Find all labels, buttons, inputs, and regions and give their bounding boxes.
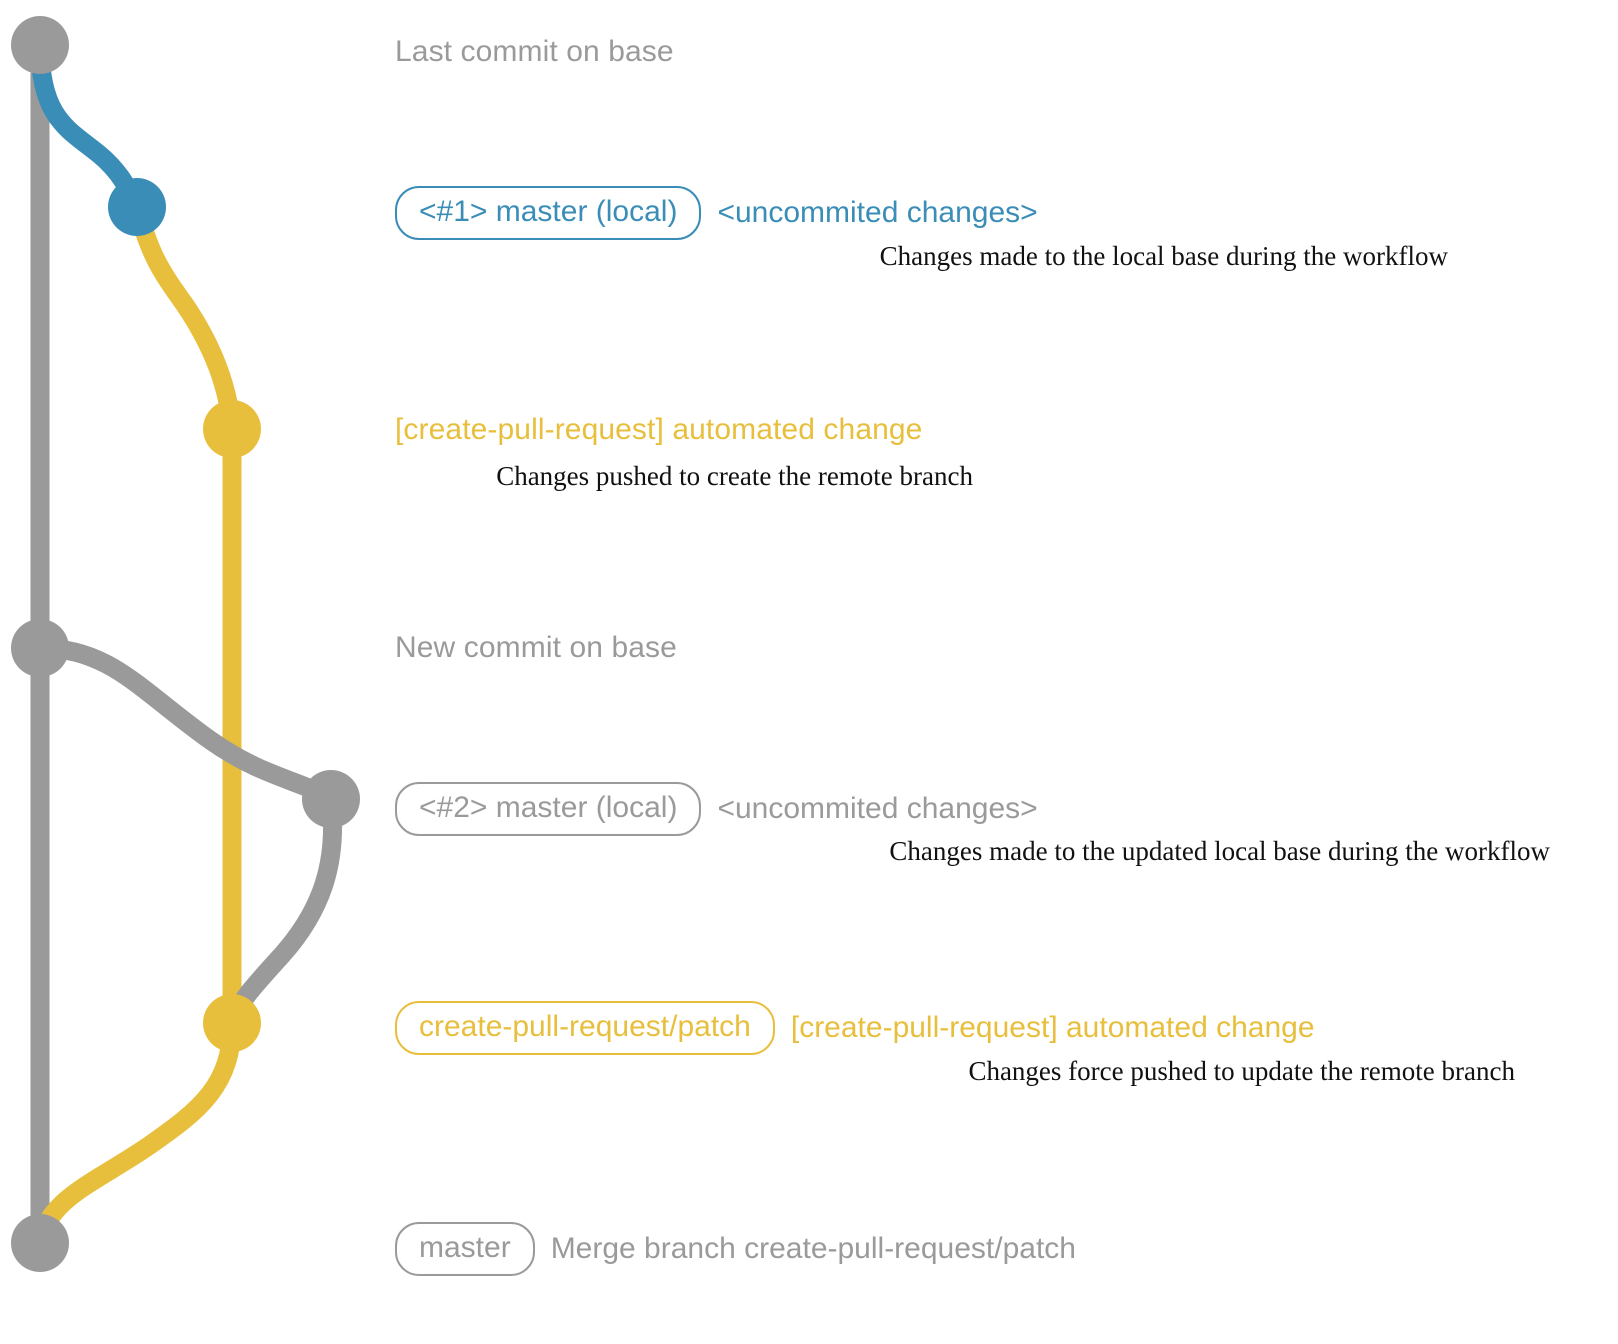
edge-local1-patch1 [127,197,242,439]
row-master: master Merge branch create-pull-request/… [395,1222,1076,1276]
ref-pill-master[interactable]: master [395,1222,535,1276]
note-patch-1: Changes pushed to create the remote bran… [496,461,973,491]
commit-graph [11,16,360,1272]
commit-node-base-2[interactable] [11,619,69,677]
note-local-1: Changes made to the local base during th… [879,241,1448,271]
row-patch-1: [create-pull-request] automated change [395,415,922,445]
row-new-commit: New commit on base [395,633,677,663]
row-local-2: <#2> master (local) <uncommited changes> [395,782,1038,836]
commit-node-base-3[interactable] [11,1214,69,1272]
commit-node-patch-1[interactable] [203,400,261,458]
commit-message-uncommitted-2: <uncommited changes> [717,792,1038,825]
row-local-1: <#1> master (local) <uncommited changes> [395,186,1038,240]
note-local-2: Changes made to the updated local base d… [889,836,1550,866]
commit-node-local-2[interactable] [302,770,360,828]
commit-message-merge-branch: Merge branch create-pull-request/patch [550,1232,1076,1265]
commit-title-automated-change-1: [create-pull-request] automated change [395,413,923,446]
commit-title-last-commit: Last commit on base [395,35,674,68]
ref-pill-master-local-2[interactable]: <#2> master (local) [395,782,702,836]
commit-message-uncommitted-1: <uncommited changes> [717,196,1038,229]
ref-pill-master-local-1[interactable]: <#1> master (local) [395,186,702,240]
commit-node-local-1[interactable] [108,178,166,236]
edge-patch2-base3 [30,1013,242,1253]
row-last-commit: Last commit on base [395,37,674,67]
commit-node-patch-2[interactable] [203,994,261,1052]
commit-node-base-1[interactable] [11,16,69,74]
edge-base2-local2 [30,638,341,809]
row-patch-2: create-pull-request/patch [create-pull-r… [395,1001,1315,1055]
ref-pill-create-pull-request-patch[interactable]: create-pull-request/patch [395,1001,775,1055]
commit-message-automated-change-2: [create-pull-request] automated change [790,1011,1315,1044]
note-patch-2: Changes force pushed to update the remot… [968,1056,1515,1086]
commit-title-new-commit: New commit on base [395,631,677,664]
